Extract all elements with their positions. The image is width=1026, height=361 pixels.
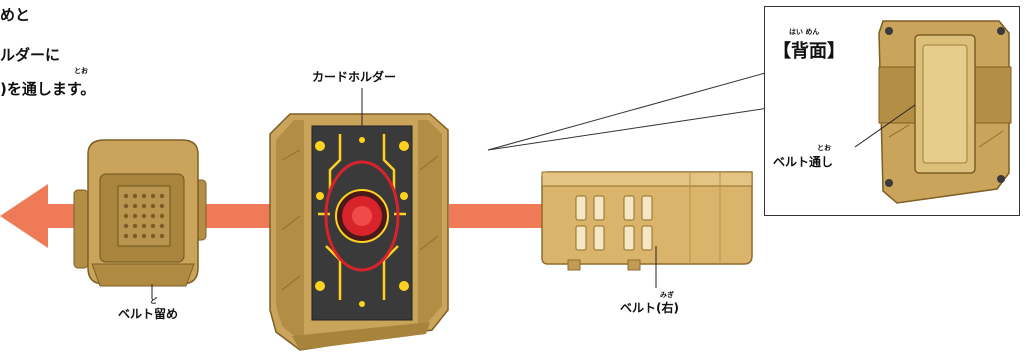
belt-clip-ruby: ど [150,297,157,305]
belt-loop-label: ベルト通し [773,155,834,169]
belt-loop-ruby: とお [817,144,831,152]
back-view-inset: はい めん 【背面】 とお ベルト通し [764,6,1020,216]
inset-leader-line-upper [487,71,770,151]
instruction-line-1: めと [0,6,31,24]
arrow-segment-middle [204,204,270,228]
belt-clip-label: ベルト留め [118,307,179,321]
belt-loop-leader [854,104,916,148]
belt-right-part [541,171,753,271]
back-view-illustration [854,20,1012,204]
inset-leader-line-lower [487,107,770,151]
arrow-segment-right [449,204,543,228]
card-holder-label: カードホルダー [312,70,397,84]
card-holder-part [269,113,449,351]
belt-clip-part [73,139,207,287]
instruction-ruby: とお [74,67,88,75]
back-view-title: 【背面】 [773,41,845,62]
back-title-ruby: はい めん [789,28,820,36]
belt-right-label: ベルト(右) [620,301,679,315]
instruction-line-2: ルダーに [0,46,61,64]
belt-right-ruby: みぎ [660,291,674,299]
instruction-line-3: )を通します。 [0,80,96,98]
